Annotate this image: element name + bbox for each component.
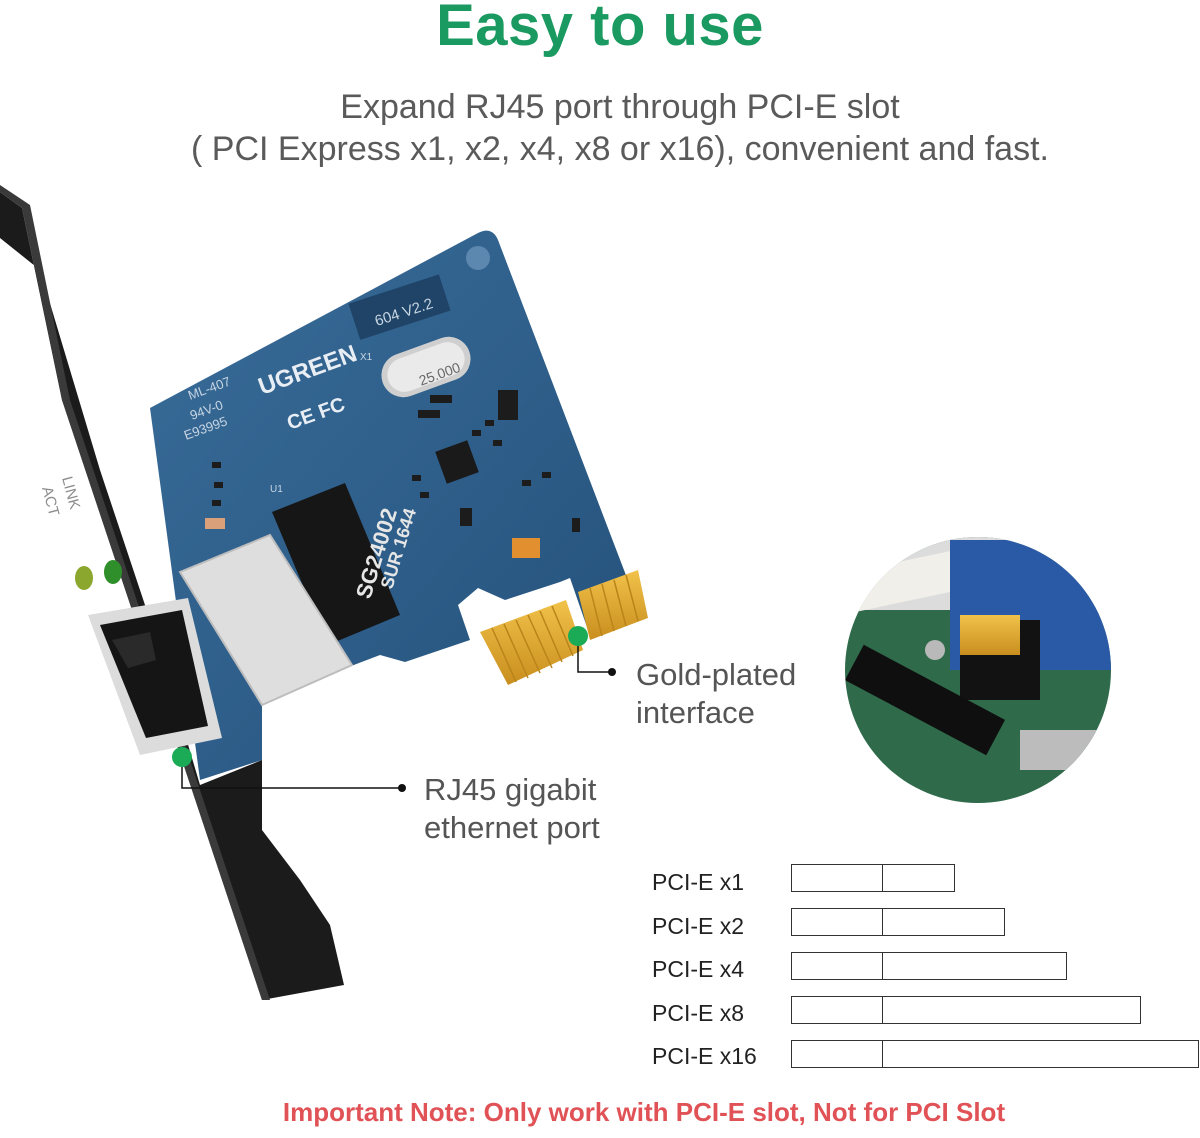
slot-bar-x2 xyxy=(791,908,1005,936)
crystal-ref: X1 xyxy=(360,352,373,363)
rj45-marker-dot xyxy=(172,747,192,767)
slot-label-x8: PCI-E x8 xyxy=(652,1000,745,1026)
act-label: ACT xyxy=(38,485,62,518)
rj45-port-label: RJ45 gigabit ethernet port xyxy=(424,771,600,847)
crystal-oscillator: 25.000 xyxy=(381,336,471,398)
gold-label-line-1: Gold-plated xyxy=(636,657,797,692)
gold-label-line-2: interface xyxy=(636,695,755,730)
slot-label-x4: PCI-E x4 xyxy=(652,956,745,982)
chip-ref: U1 xyxy=(270,484,283,495)
page-subtitle: Expand RJ45 port through PCI-E slot ( PC… xyxy=(0,86,1200,170)
slot-label-x1: PCI-E x1 xyxy=(652,869,745,895)
transformer-chip: SG24002 SUR 1644 xyxy=(272,483,420,645)
link-label: LINK xyxy=(58,475,83,512)
inset-slot-photo xyxy=(845,537,1111,803)
subtitle-line-1: Expand RJ45 port through PCI-E slot xyxy=(340,88,900,126)
act-led xyxy=(104,560,122,584)
slot-label-x16: PCI-E x16 xyxy=(652,1043,757,1069)
controller-chip xyxy=(435,440,479,484)
rj45-shield xyxy=(178,533,354,707)
rj45-callout-line xyxy=(181,757,406,792)
link-led xyxy=(75,566,93,590)
mount-hole xyxy=(466,246,490,270)
rj45-label-line-2: ethernet port xyxy=(424,810,600,845)
slot-label-x2: PCI-E x2 xyxy=(652,913,745,939)
rj45-port xyxy=(88,598,222,755)
gold-callout-line xyxy=(577,636,616,676)
subtitle-line-2: ( PCI Express x1, x2, x4, x8 or x16), co… xyxy=(191,130,1049,168)
slot-bar-x4 xyxy=(791,952,1067,980)
gold-interface-label: Gold-plated interface xyxy=(636,656,796,732)
rj45-label-line-1: RJ45 gigabit xyxy=(424,772,597,807)
page-title: Easy to use xyxy=(436,0,764,58)
metal-bracket xyxy=(0,192,344,1000)
slot-bar-x1 xyxy=(791,864,955,892)
slot-bar-x16 xyxy=(791,1040,1199,1068)
gold-marker-dot xyxy=(568,626,588,646)
smd-components xyxy=(205,390,580,558)
slot-bar-x8 xyxy=(791,996,1141,1024)
gold-fingers xyxy=(480,570,648,685)
important-note: Important Note: Only work with PCI-E slo… xyxy=(282,1097,1006,1127)
